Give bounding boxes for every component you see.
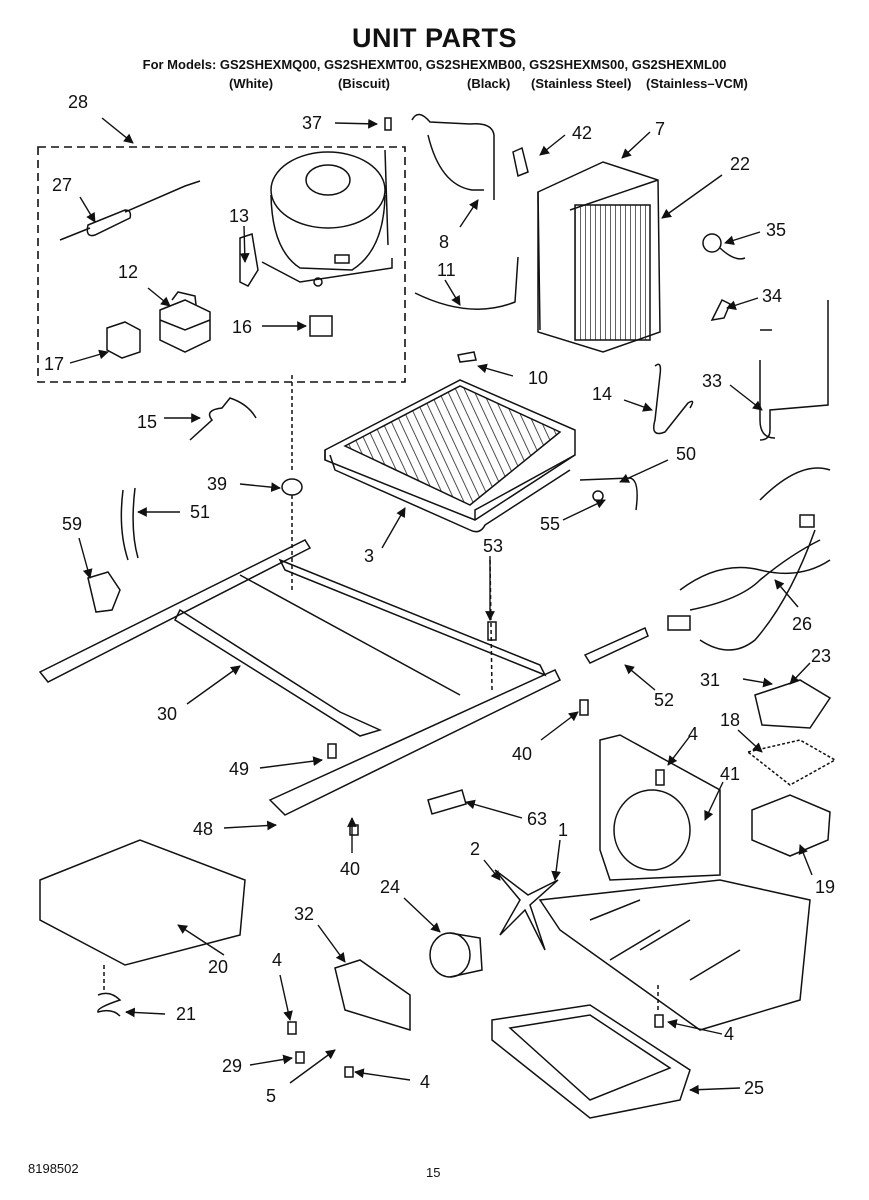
callout-48: 48 <box>193 819 213 839</box>
callout-7: 7 <box>655 119 665 139</box>
callout-2: 2 <box>470 839 480 859</box>
callout-4-right: 4 <box>724 1024 734 1044</box>
callout-55: 55 <box>540 514 560 534</box>
callout-12: 12 <box>118 262 138 282</box>
callout-50: 50 <box>676 444 696 464</box>
callout-40-lower: 40 <box>340 859 360 879</box>
callout-22: 22 <box>730 154 750 174</box>
compressor-assembly-box <box>37 146 406 383</box>
callout-24: 24 <box>380 877 400 897</box>
callout-17: 17 <box>44 354 64 374</box>
color-label-black: (Black) <box>467 76 511 91</box>
callout-25: 25 <box>744 1078 764 1098</box>
callout-59: 59 <box>62 514 82 534</box>
callout-5: 5 <box>266 1086 276 1106</box>
callout-3: 3 <box>364 546 374 566</box>
callout-53: 53 <box>483 536 503 556</box>
callout-11: 11 <box>437 260 456 280</box>
callout-4: 4 <box>688 724 698 744</box>
callout-40: 40 <box>512 744 532 764</box>
callout-19: 19 <box>815 877 835 897</box>
color-label-white: (White) <box>229 76 274 91</box>
callout-1: 1 <box>558 820 568 840</box>
callout-32: 32 <box>294 904 314 924</box>
callout-42: 42 <box>572 123 592 143</box>
page-title: UNIT PARTS <box>352 23 517 53</box>
callout-37: 37 <box>302 113 322 133</box>
callout-52: 52 <box>654 690 674 710</box>
callout-33: 33 <box>702 371 722 391</box>
callout-16: 16 <box>232 317 252 337</box>
callout-8: 8 <box>439 232 449 252</box>
callout-4-bottom: 4 <box>420 1072 430 1092</box>
compressor-illustration <box>261 149 393 287</box>
fan-shroud-base-illustration <box>538 734 811 1031</box>
callout-34: 34 <box>762 286 782 306</box>
callout-20: 20 <box>208 957 228 977</box>
color-label-stainless-steel: (Stainless Steel) <box>531 76 632 91</box>
callout-15: 15 <box>137 412 157 432</box>
callout-41: 41 <box>720 764 740 784</box>
callout-39: 39 <box>207 474 227 494</box>
callout-18: 18 <box>720 710 740 730</box>
page-number: 15 <box>426 1165 441 1180</box>
callout-28: 28 <box>68 92 88 112</box>
callout-51: 51 <box>190 502 210 522</box>
callout-numbers: 28 37 42 7 22 27 13 8 35 12 11 34 16 17 … <box>44 92 835 1106</box>
callout-35: 35 <box>766 220 786 240</box>
callout-21: 21 <box>176 1004 196 1024</box>
callout-30: 30 <box>157 704 177 724</box>
document-number: 8198502 <box>28 1161 79 1176</box>
base-frame-illustration <box>38 539 547 737</box>
condenser-illustration <box>324 379 576 533</box>
color-label-stainless-vcm: (Stainless–VCM) <box>646 76 748 91</box>
callout-26: 26 <box>792 614 812 634</box>
callout-63: 63 <box>527 809 547 829</box>
callout-49: 49 <box>229 759 249 779</box>
callout-leaders <box>69 117 813 1095</box>
callout-14: 14 <box>592 384 612 404</box>
evaporator-illustration <box>537 161 661 353</box>
models-line: For Models: GS2SHEXMQ00, GS2SHEXMT00, GS… <box>142 57 727 72</box>
callout-13: 13 <box>229 206 249 226</box>
callout-27: 27 <box>52 175 72 195</box>
callout-4-left: 4 <box>272 950 282 970</box>
callout-10: 10 <box>528 368 548 388</box>
color-label-biscuit: (Biscuit) <box>338 76 390 91</box>
callout-23: 23 <box>811 646 831 666</box>
callout-29: 29 <box>222 1056 242 1076</box>
callout-31: 31 <box>700 670 720 690</box>
